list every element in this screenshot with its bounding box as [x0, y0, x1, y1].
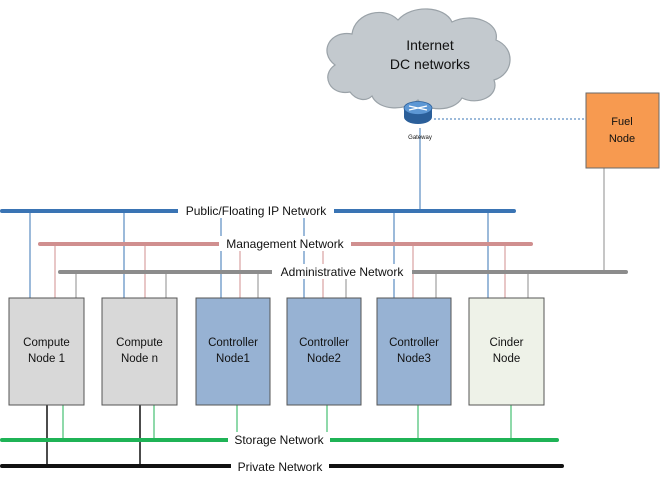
router-arrows-icon [408, 105, 428, 111]
storage-network-label: Storage Network [234, 433, 324, 447]
fuel-node-label-line2: Node [609, 133, 635, 145]
node-compute-n-box [101, 297, 178, 406]
fuel-node-box [585, 92, 660, 169]
gateway-router: Gateway [403, 101, 433, 141]
node-controller-3-box [376, 297, 452, 406]
node-compute-n-label-line1: Compute [116, 337, 163, 349]
administrative-network: Administrative Network [58, 264, 628, 279]
node-controller-2-box [286, 297, 362, 406]
node-controller-2-label-line1: Controller [299, 337, 349, 349]
node-controller-2: Controller Node2 [286, 297, 362, 406]
node-cinder-label-line1: Cinder [490, 337, 524, 349]
cloud-label-line1: Internet [406, 37, 454, 53]
administrative-network-label: Administrative Network [281, 265, 405, 279]
private-network-label: Private Network [238, 460, 324, 474]
node-cinder: Cinder Node [468, 297, 545, 406]
storage-network-label-bg [228, 432, 330, 447]
public-network-label-bg [178, 203, 334, 218]
node-controller-3-label-line1: Controller [389, 337, 439, 349]
node-controller-3: Controller Node3 [376, 297, 452, 406]
node-compute-1-box [8, 297, 85, 406]
private-network: Private Network [0, 459, 564, 474]
node-controller-1-box [195, 297, 271, 406]
node-controller-2-label-line2: Node2 [307, 353, 341, 365]
node-controller-1: Controller Node1 [195, 297, 271, 406]
storage-network: Storage Network [0, 432, 559, 447]
private-network-label-bg [231, 459, 329, 474]
node-controller-1-label-line2: Node1 [216, 353, 250, 365]
administrative-network-label-bg [272, 264, 412, 279]
node-compute-n: Compute Node n [101, 297, 178, 406]
upper-drop-lines [29, 211, 529, 298]
node-cinder-label-line2: Node [493, 353, 521, 365]
node-compute-1: Compute Node 1 [8, 297, 85, 406]
node-compute-1-label-line1: Compute [23, 337, 70, 349]
public-network-label: Public/Floating IP Network [186, 204, 328, 218]
cloud-label-line2: DC networks [390, 56, 470, 72]
management-network-label-bg [219, 236, 351, 251]
fuel-node-label-line1: Fuel [611, 116, 632, 128]
management-network: Management Network [38, 236, 533, 251]
gateway-label: Gateway [408, 135, 432, 141]
node-controller-1-label-line1: Controller [208, 337, 258, 349]
node-compute-1-label-line2: Node 1 [28, 353, 65, 365]
fuel-node: Fuel Node [585, 92, 660, 272]
management-network-label: Management Network [226, 237, 344, 251]
node-cinder-box [468, 297, 545, 406]
internet-cloud: Internet DC networks [326, 8, 511, 110]
public-network: Public/Floating IP Network [0, 203, 516, 218]
node-controller-3-label-line2: Node3 [397, 353, 431, 365]
node-compute-n-label-line2: Node n [121, 353, 158, 365]
